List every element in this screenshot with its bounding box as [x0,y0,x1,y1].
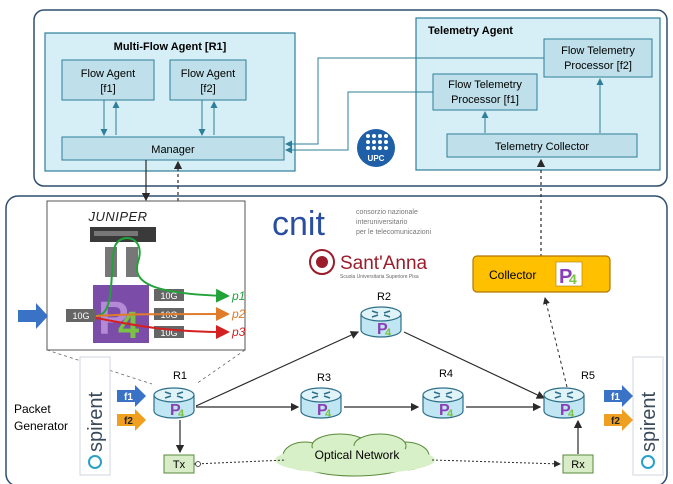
flow-path-p1 [95,237,230,317]
router-r2-label: R2 [377,291,391,303]
spirent-left-text: spirent [85,392,107,452]
router-r4 [422,387,464,421]
flow-agent-f1-line1: Flow Agent [81,68,135,80]
router-r2 [360,306,402,340]
ftp-f2-line1: Flow Telemetry [561,45,635,57]
cnit-logo: cnit [272,205,325,243]
router-r3-label: R3 [317,372,331,384]
p4-chip-p: P [98,292,129,344]
router-r4-label: R4 [439,368,453,380]
f2-label-right: f2 [611,416,620,427]
f1-arrow-right [604,385,633,407]
upc-logo-text: UPC [368,154,385,163]
ftp-f1-line1: Flow Telemetry [448,79,522,91]
router-r5-label: R5 [581,370,595,382]
port-out-1-label: 10G [160,291,177,301]
telemetry-agent-title: Telemetry Agent [428,25,513,37]
flow-label-p2: p2 [231,307,246,321]
flow-path-p2 [95,307,230,322]
multi-flow-agent-title: Multi-Flow Agent [R1] [114,41,227,53]
port-out-3-label: 10G [160,328,177,338]
telemetry-collector-box [446,133,638,158]
router-r3 [300,387,342,421]
telemetry-collector-label: Telemetry Collector [495,141,589,153]
link-r1-r2 [195,331,360,407]
flow-path-p3 [95,317,230,339]
collector-p4-p: P [559,266,572,288]
flow-agent-f1-line2: [f1] [100,83,115,95]
router-r1-label: R1 [173,370,187,382]
f2-arrow-left [117,409,146,431]
juniper-logo: JUNIPER [87,209,147,224]
santanna-sub: Scuola Universitaria Superiore Pisa [340,274,419,280]
manager-box [61,136,285,161]
ftp-f2-line2: Processor [f2] [564,60,632,72]
flow-agent-f2-line2: [f2] [200,83,215,95]
router-r5 [543,387,585,421]
rx-label: Rx [571,459,585,471]
f2-arrow-right [604,409,633,431]
ftp-f1-line2: Processor [f1] [451,94,519,106]
switch-port-up2 [126,247,138,277]
f1-label-right: f1 [611,392,620,403]
collector-label: Collector [489,268,536,282]
tx-label: Tx [173,459,186,471]
cnit-sub-2: interuniversitario [356,219,407,226]
f1-arrow-left [117,385,146,407]
flow-agent-f2-line1: Flow Agent [181,68,235,80]
cnit-sub-3: per le telecomunicazioni [356,229,432,236]
packet-generator-line2: Generator [14,419,68,433]
packet-generator-line1: Packet [14,402,51,416]
router-r1 [153,387,195,421]
input-arrow [18,303,48,329]
optical-network-label: Optical Network [315,448,401,462]
cnit-sub-1: consorzio nazionale [356,209,418,216]
flow-agent-f2-box [169,59,247,101]
santanna-logo: Sant'Anna [340,253,428,274]
port-in-label: 10G [72,311,89,321]
flow-label-p1: p1 [231,289,245,303]
optical-network-cloud [275,433,435,477]
flow-label-p3: p3 [231,325,246,339]
f2-label-left: f2 [124,416,133,427]
f1-label-left: f1 [124,392,133,403]
link-r2-r5 [403,331,546,399]
spirent-right-text: spirent [638,392,660,452]
collector-p4-4: 4 [569,271,577,287]
port-in [66,309,96,322]
flow-agent-f1-box [61,59,155,101]
rx-box [562,454,594,474]
manager-label: Manager [151,144,195,156]
